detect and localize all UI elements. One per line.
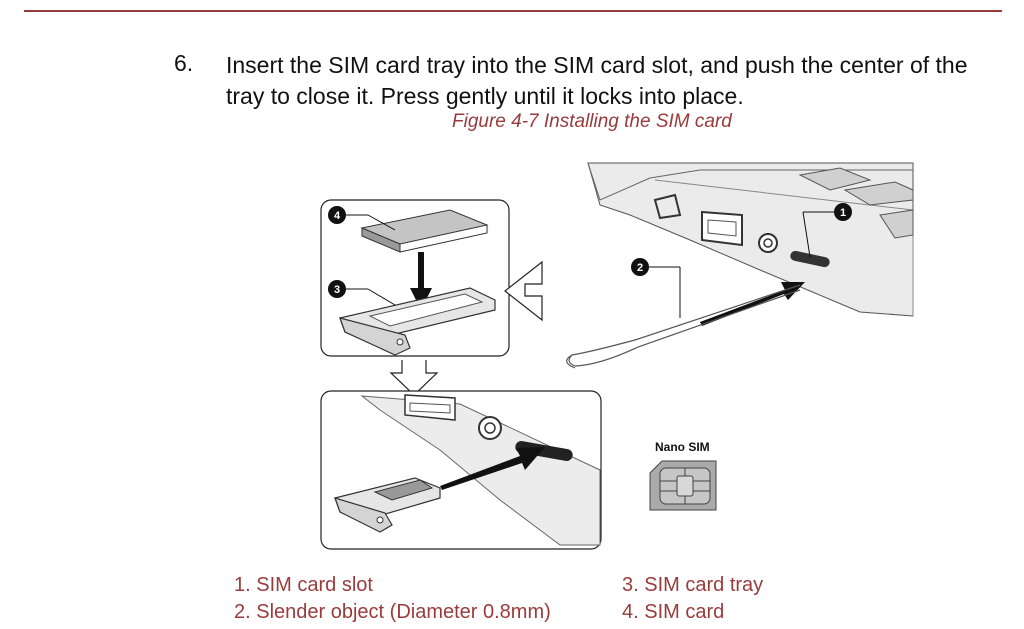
step-number: 6. bbox=[174, 50, 194, 76]
legend-item-sim-card: 4. SIM card bbox=[622, 601, 725, 623]
callout-4 bbox=[328, 206, 346, 224]
nano-sim-card bbox=[649, 460, 717, 511]
slender-object-pin bbox=[566, 284, 801, 369]
callout-3-label: 3 bbox=[334, 284, 340, 296]
legend-left: 1. SIM card slot 2. Slender object (Diam… bbox=[234, 572, 551, 626]
hollow-arrow-down bbox=[389, 360, 439, 396]
hollow-arrow-left bbox=[504, 260, 543, 322]
insert-arrow-slot bbox=[700, 282, 805, 326]
step-instruction: Insert the SIM card tray into the SIM ca… bbox=[226, 52, 968, 109]
legend-item-sim-card-tray: 3. SIM card tray bbox=[622, 574, 764, 596]
figure-caption: Figure 4-7 Installing the SIM card bbox=[452, 111, 732, 132]
laptop-side-view bbox=[587, 162, 914, 317]
callout-1-label: 1 bbox=[840, 207, 846, 219]
callout-2-label: 2 bbox=[637, 262, 643, 274]
callout-2 bbox=[631, 258, 649, 276]
nano-sim-label: Nano SIM bbox=[655, 440, 710, 454]
callout-1 bbox=[834, 203, 852, 221]
header-rule bbox=[24, 10, 1002, 12]
legend-item-slender-object: 2. Slender object (Diameter 0.8mm) bbox=[234, 601, 551, 623]
legend-right: 3. SIM card tray 4. SIM card bbox=[622, 572, 763, 626]
callout-4-label: 4 bbox=[334, 210, 341, 222]
callout-3 bbox=[328, 280, 346, 298]
legend-item-sim-card-slot: 1. SIM card slot bbox=[234, 574, 373, 596]
